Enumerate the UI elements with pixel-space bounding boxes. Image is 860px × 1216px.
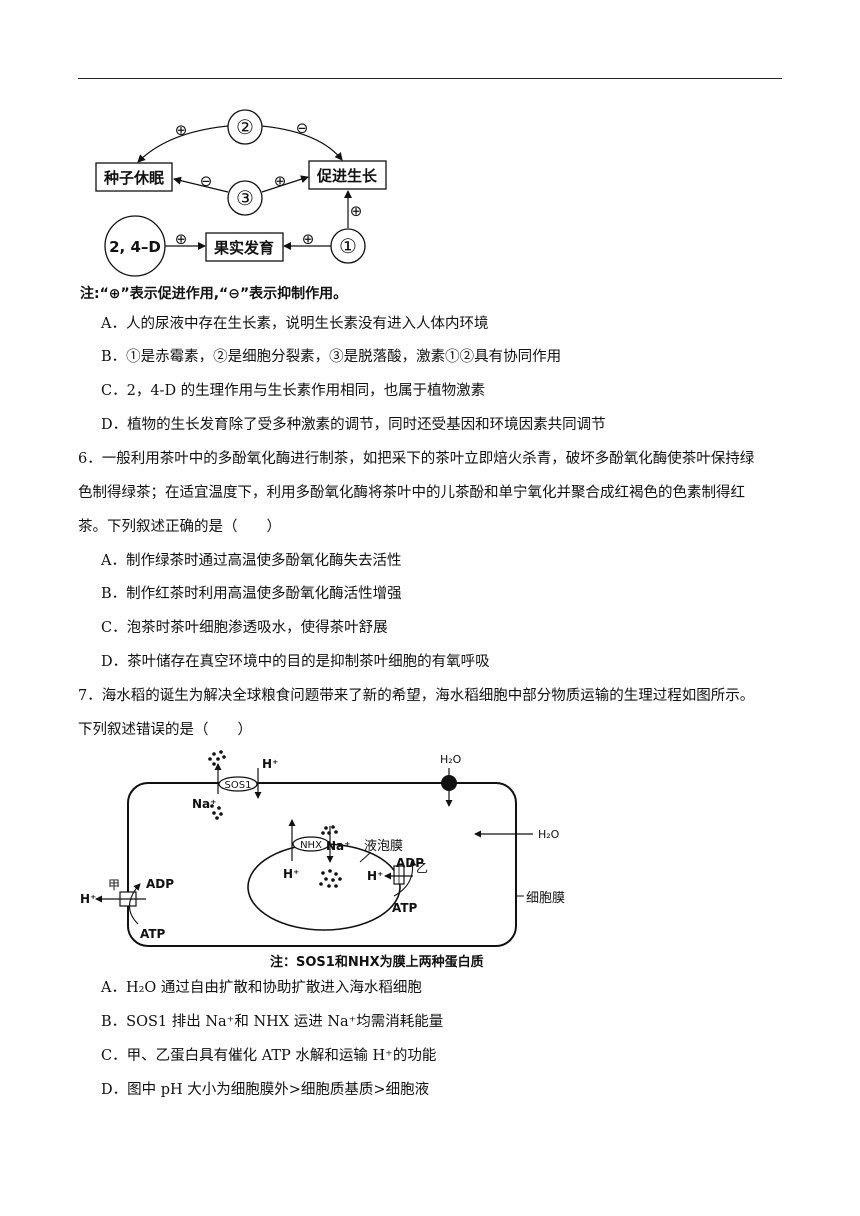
q6-stem-line-2: 色制得绿茶；在适宜温度下，利用多酚氧化酶将茶叶中的儿茶酚和单宁氧化并聚合成红褐色… — [78, 485, 745, 501]
q7-option-c: C．甲、乙蛋白具有催化 ATP 水解和运输 H⁺的功能 — [101, 1048, 437, 1064]
cell-membrane-label: 细胞膜 — [526, 891, 565, 906]
yi-adp-label: ADP — [396, 856, 424, 870]
q7-option-d: D．图中 pH 大小为细胞膜外>细胞质基质>细胞液 — [101, 1082, 430, 1098]
arrow-3-to-dormancy — [173, 176, 229, 193]
growth-box — [308, 160, 387, 190]
jia-atp-label: ATP — [140, 927, 166, 941]
jia-atp-arrow — [128, 883, 141, 925]
q6-option-c: C．泡茶时茶叶细胞渗透吸水，使得茶叶舒展 — [101, 620, 388, 636]
aquaporin — [441, 775, 457, 791]
hormone-diagram: ② ③ ① 2, 4–D 种子休眠 促进生长 果实发育 ⊕ ⊖ ⊖ ⊕ ⊕ ⊕ … — [95, 109, 387, 277]
q6-option-d: D．茶叶储存在真空环境中的目的是抑制茶叶细胞的有氧呼吸 — [101, 654, 490, 670]
yi-h-label: H⁺ — [367, 869, 383, 883]
nhx-label: NHX — [300, 840, 322, 851]
yi-label: 乙 — [416, 861, 428, 875]
jia-h-label: H⁺ — [80, 892, 96, 906]
nhx-protein — [292, 836, 330, 852]
sos1-h-label: H⁺ — [262, 757, 278, 771]
jia-label: 甲 — [108, 878, 120, 892]
sos1-label: SOS1 — [225, 780, 252, 791]
h2o-right-label: H₂O — [538, 828, 560, 841]
q7-stem-line-1: 7．海水稻的诞生为解决全球粮食问题带来了新的希望，海水稻细胞中部分物质运输的生理… — [78, 688, 755, 704]
cell-diagram-note: 注：SOS1和NHX为膜上两种蛋白质 — [270, 954, 484, 970]
compound-label: 2, 4–D — [109, 238, 161, 256]
q7-option-b: B．SOS1 排出 Na⁺和 NHX 运进 Na⁺均需消耗能量 — [101, 1014, 444, 1030]
arrow-2-to-dormancy — [137, 125, 229, 163]
hormone-2-label: ② — [236, 115, 254, 139]
sign-plus: ⊕ — [175, 230, 188, 248]
nhx-na-label: Na⁺ — [326, 839, 350, 853]
hormone-2-circle — [227, 109, 263, 145]
growth-label: 促进生长 — [316, 167, 378, 185]
hormone-1-label: ① — [339, 234, 357, 258]
q5-option-d: D．植物的生长发育除了受多种激素的调节，同时还受基因和环境因素共同调节 — [101, 417, 606, 433]
na-dots-cytoplasm — [321, 825, 338, 835]
sign-plus: ⊕ — [274, 172, 287, 190]
sign-plus: ⊕ — [175, 121, 188, 139]
nhx-h-label: H⁺ — [283, 867, 299, 881]
arrow-3-to-growth — [261, 175, 309, 193]
q6-option-b: B．制作红茶时利用高温使多酚氧化酶活性增强 — [101, 586, 402, 602]
sos1-protein — [218, 776, 258, 792]
q5-option-a: A．人的尿液中存在生长素，说明生长素没有进入人体内环境 — [101, 316, 489, 332]
sign-plus: ⊕ — [302, 230, 315, 248]
vacuole — [247, 843, 401, 931]
fruit-label: 果实发育 — [213, 239, 274, 257]
sign-minus: ⊖ — [200, 172, 213, 190]
hormone-3-label: ③ — [236, 186, 254, 210]
na-dots-vacuole — [319, 869, 342, 888]
header-rule — [78, 78, 782, 79]
q7-option-a: A．H₂O 通过自由扩散和协助扩散进入海水稻细胞 — [101, 980, 422, 996]
yi-atp-arrow — [393, 859, 417, 897]
q6-stem-line-3: 茶。下列叙述正确的是（ ） — [78, 519, 281, 535]
arrow-2-to-growth — [261, 125, 343, 161]
yi-atp-label: ATP — [392, 901, 418, 915]
q6-stem-line-1: 6．一般利用茶叶中的多酚氧化酶进行制茶，如把采下的茶叶立即焙火杀青，破坏多酚氧化… — [78, 451, 755, 467]
cell-transport-diagram: SOS1 H⁺ Na⁺ H₂O H₂O NHX H⁺ Na⁺ 液泡膜 H⁺ AD… — [80, 750, 565, 970]
dormancy-label: 种子休眠 — [103, 169, 164, 187]
dormancy-box — [95, 162, 173, 192]
sign-plus: ⊕ — [350, 202, 363, 220]
q6-option-a: A．制作绿茶时通过高温使多酚氧化酶失去活性 — [101, 553, 402, 569]
sos1-na-label: Na⁺ — [192, 797, 216, 811]
q5-note: 注:“⊕”表示促进作用,“⊖”表示抑制作用。 — [80, 286, 348, 302]
q5-option-b: B．①是赤霉素，②是细胞分裂素，③是脱落酸，激素①②具有协同作用 — [101, 349, 562, 365]
vacuole-membrane-pointer — [359, 852, 371, 863]
h2o-top-label: H₂O — [440, 753, 462, 766]
cell-membrane — [127, 782, 517, 947]
jia-adp-label: ADP — [146, 877, 174, 891]
q5-option-c: C．2，4-D 的生理作用与生长素作用相同，也属于植物激素 — [101, 383, 486, 399]
na-dots-outside — [208, 750, 226, 820]
q7-stem-line-2: 下列叙述错误的是（ ） — [78, 722, 252, 738]
sign-minus: ⊖ — [296, 119, 309, 137]
vacuole-membrane-label: 液泡膜 — [364, 839, 403, 854]
hormone-3-circle — [227, 180, 263, 216]
